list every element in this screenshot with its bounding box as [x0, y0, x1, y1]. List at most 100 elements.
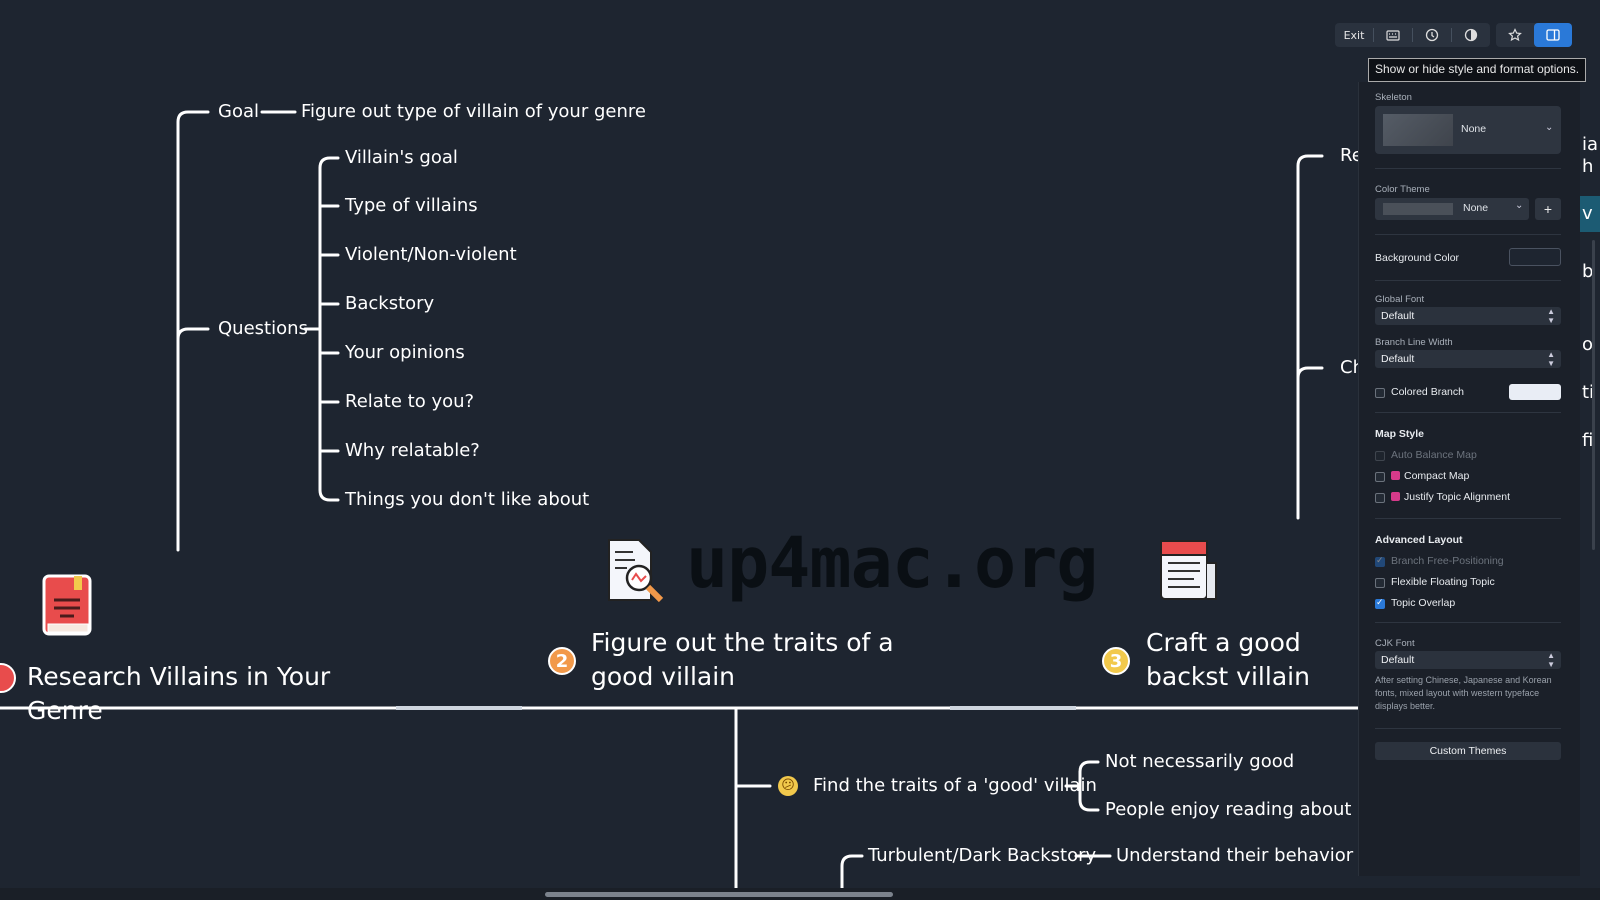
chevron-down-icon: ⌄	[1545, 122, 1554, 133]
question-item[interactable]: Your opinions	[345, 342, 465, 363]
custom-themes-button[interactable]: Custom Themes	[1375, 742, 1561, 760]
global-font-value: Default	[1381, 310, 1415, 322]
watermark-text: up4mac.org	[686, 522, 1098, 604]
toolbar-group-panels	[1496, 23, 1572, 47]
divider	[1375, 234, 1561, 235]
compact-map-row: Compact Map	[1391, 470, 1469, 482]
main-topic-backstory[interactable]: Craft a good backst villain	[1146, 628, 1310, 691]
divider	[1375, 168, 1561, 169]
priority-badge-3: 3	[1102, 647, 1130, 675]
clipped-topic[interactable]: Ch	[1340, 357, 1364, 378]
divider	[1375, 280, 1561, 281]
highlight-block	[1580, 196, 1600, 232]
toolbar-separator	[1412, 28, 1413, 42]
topic-overlap-label: Topic Overlap	[1391, 597, 1456, 609]
compact-map-label: Compact Map	[1404, 470, 1470, 482]
chevron-down-icon: ⌄	[1515, 200, 1524, 211]
compact-map-checkbox[interactable]	[1375, 472, 1385, 482]
stepper-icon: ▲▼	[1547, 651, 1555, 669]
auto-balance-checkbox[interactable]	[1375, 451, 1385, 461]
trait-item[interactable]: Not necessarily good	[1105, 751, 1295, 772]
question-item[interactable]: Villain's goal	[345, 147, 458, 168]
cjk-font-select[interactable]: Default ▲▼	[1375, 651, 1561, 669]
format-panel: Skeleton None ⌄ Color Theme None ⌄ + Bac…	[1358, 82, 1580, 876]
color-theme-select[interactable]: None ⌄	[1375, 198, 1529, 220]
toolbar-separator	[1373, 28, 1374, 42]
question-item[interactable]: Backstory	[345, 293, 435, 314]
justify-alignment-label: Justify Topic Alignment	[1404, 491, 1511, 503]
add-theme-button[interactable]: +	[1535, 198, 1561, 220]
tooltip: Show or hide style and format options.	[1368, 58, 1587, 82]
colored-branch-checkbox[interactable]	[1375, 388, 1385, 398]
question-item[interactable]: Relate to you?	[345, 391, 475, 412]
color-theme-value: None	[1463, 202, 1489, 214]
keyboard-icon[interactable]	[1374, 23, 1412, 47]
clipped-topic[interactable]: Re	[1340, 145, 1363, 166]
map-style-heading: Map Style	[1375, 428, 1425, 440]
contrast-icon[interactable]	[1452, 23, 1490, 47]
topic-overlap-checkbox[interactable]	[1375, 597, 1385, 609]
clipped-edge-text: ti	[1582, 382, 1595, 403]
cjk-font-note: After setting Chinese, Japanese and Kore…	[1375, 675, 1552, 711]
clipped-edge-text: ia	[1582, 134, 1599, 155]
divider	[1375, 518, 1561, 519]
clock-icon[interactable]	[1413, 23, 1451, 47]
newspaper-icon	[1158, 539, 1220, 607]
branch-line-width-select[interactable]: Default ▲▼	[1375, 350, 1561, 368]
topic-understand-behavior[interactable]: Understand their behavior	[1116, 845, 1354, 866]
justify-alignment-checkbox[interactable]	[1375, 493, 1385, 503]
question-item[interactable]: Type of villains	[345, 195, 478, 216]
cjk-font-label: CJK Font	[1375, 638, 1415, 649]
colored-branch-swatch[interactable]	[1509, 384, 1561, 400]
format-panel-toggle-icon[interactable]	[1534, 23, 1572, 47]
clipped-edge-text: fi	[1582, 430, 1594, 451]
premium-lock-icon	[1391, 492, 1400, 501]
divider	[1375, 728, 1561, 729]
priority-badge-1	[0, 663, 16, 693]
exit-button[interactable]: Exit	[1343, 28, 1365, 42]
flexible-floating-checkbox[interactable]	[1375, 578, 1385, 588]
toolbar-separator	[1451, 28, 1452, 42]
skeleton-value: None	[1461, 123, 1487, 135]
topic-goal[interactable]: Goal	[218, 101, 259, 122]
auto-balance-label: Auto Balance Map	[1391, 449, 1477, 461]
divider	[1375, 622, 1561, 623]
question-item[interactable]: Things you don't like about	[345, 489, 590, 510]
clipped-edge-text: h	[1582, 156, 1594, 177]
vertical-scrollbar[interactable]	[1592, 240, 1595, 550]
question-item[interactable]: Violent/Non-violent	[345, 244, 517, 265]
topic-find-traits[interactable]: Find the traits of a 'good' villain	[813, 775, 1097, 796]
flexible-floating-label: Flexible Floating Topic	[1391, 576, 1495, 588]
document-search-icon	[605, 538, 667, 608]
main-topic-traits[interactable]: Figure out the traits of a good villain	[591, 628, 894, 691]
confused-emoji-icon: 😕	[778, 776, 798, 796]
advanced-layout-heading: Advanced Layout	[1375, 534, 1463, 546]
color-theme-label: Color Theme	[1375, 184, 1430, 195]
horizontal-scrollbar[interactable]	[545, 892, 893, 897]
stepper-icon: ▲▼	[1547, 350, 1555, 368]
colored-branch-label: Colored Branch	[1391, 386, 1464, 398]
global-font-select[interactable]: Default ▲▼	[1375, 307, 1561, 325]
star-icon[interactable]	[1496, 23, 1534, 47]
clipped-edge-text: v	[1582, 203, 1593, 224]
background-color-label: Background Color	[1375, 252, 1460, 264]
skeleton-select[interactable]: None ⌄	[1375, 106, 1561, 154]
justify-alignment-row: Justify Topic Alignment	[1391, 491, 1510, 503]
clipped-edge-text: b	[1582, 261, 1594, 282]
toolbar-group-main: Exit	[1335, 23, 1490, 47]
branch-line-width-label: Branch Line Width	[1375, 337, 1453, 348]
trait-item[interactable]: People enjoy reading about	[1105, 799, 1352, 820]
free-positioning-checkbox[interactable]	[1375, 555, 1385, 567]
skeleton-label: Skeleton	[1375, 92, 1412, 103]
topic-dark-backstory[interactable]: Turbulent/Dark Backstory	[868, 845, 1097, 866]
stepper-icon: ▲▼	[1547, 307, 1555, 325]
book-icon	[42, 574, 92, 642]
color-theme-swatch	[1383, 203, 1453, 215]
topic-questions[interactable]: Questions	[218, 318, 308, 339]
skeleton-thumbnail	[1383, 114, 1453, 146]
topic-goal-detail[interactable]: Figure out type of villain of your genre	[301, 101, 646, 122]
background-color-swatch[interactable]	[1509, 248, 1561, 266]
main-topic-research[interactable]: Research Villains in Your Genre	[27, 662, 331, 725]
question-item[interactable]: Why relatable?	[345, 440, 480, 461]
clipped-edge-text: o	[1582, 334, 1594, 355]
